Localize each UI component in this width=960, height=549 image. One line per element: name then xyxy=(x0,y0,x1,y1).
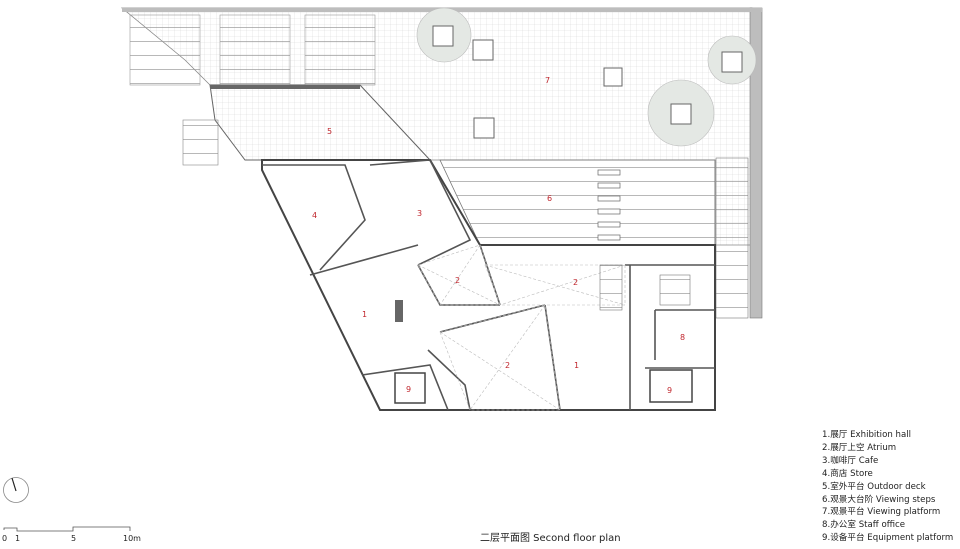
room-label-2a: 2 xyxy=(455,276,460,285)
stair-core xyxy=(599,264,623,311)
legend-item: 6.观景大台阶 Viewing steps xyxy=(822,494,936,505)
legend-item: 5.室外平台 Outdoor deck xyxy=(822,481,926,492)
room-label-3: 3 xyxy=(417,209,422,218)
step-lights xyxy=(597,169,621,241)
room-label-9a: 9 xyxy=(406,385,411,394)
room-label-5: 5 xyxy=(327,127,332,136)
north-arrow-icon xyxy=(3,477,29,503)
room-label-9b: 9 xyxy=(667,386,672,395)
equipment-room-9b xyxy=(649,369,693,403)
scale-bar: 0 1 5 10m xyxy=(2,526,141,543)
right-stair xyxy=(715,157,749,319)
legend-item: 9.设备平台 Equipment platform xyxy=(822,533,954,544)
stair-core-2 xyxy=(659,274,691,306)
legend-item: 4.商店 Store xyxy=(822,468,873,479)
drawing-title: 二层平面图 Second floor plan xyxy=(480,533,621,544)
room-label-2b: 2 xyxy=(573,278,578,287)
legend-item: 1.展厅 Exhibition hall xyxy=(822,430,911,440)
room-label-4: 4 xyxy=(312,211,317,220)
left-stair-block xyxy=(182,119,219,166)
scale-tick-5: 5 xyxy=(71,534,76,543)
building-outline xyxy=(261,159,716,411)
deck-wall xyxy=(210,85,360,89)
equipment-room-9a xyxy=(394,372,426,404)
seating-steps xyxy=(129,14,376,86)
scale-tick-0: 0 xyxy=(2,534,7,543)
viewing-steps xyxy=(439,159,716,246)
room-label-8: 8 xyxy=(680,333,685,342)
room-label-7: 7 xyxy=(545,76,550,85)
interior-walls xyxy=(262,159,715,411)
legend-item: 3.咖啡厅 Cafe xyxy=(822,455,879,466)
display-plinth xyxy=(395,300,403,322)
skylights xyxy=(432,25,743,139)
scale-tick-10m: 10m xyxy=(123,534,141,543)
legend-item: 8.办公室 Staff office xyxy=(822,520,906,531)
room-label-6: 6 xyxy=(547,194,552,203)
scale-tick-1: 1 xyxy=(15,534,20,543)
legend-item: 7.观景平台 Viewing platform xyxy=(822,507,941,518)
room-label-2c: 2 xyxy=(505,361,510,370)
room-label-1b: 1 xyxy=(574,361,579,370)
room-legend: 1.展厅 Exhibition hall 2.展厅上空 Atrium 3.咖啡厅… xyxy=(822,429,953,545)
room-label-1a: 1 xyxy=(362,310,367,319)
legend-item: 2.展厅上空 Atrium xyxy=(822,442,897,453)
